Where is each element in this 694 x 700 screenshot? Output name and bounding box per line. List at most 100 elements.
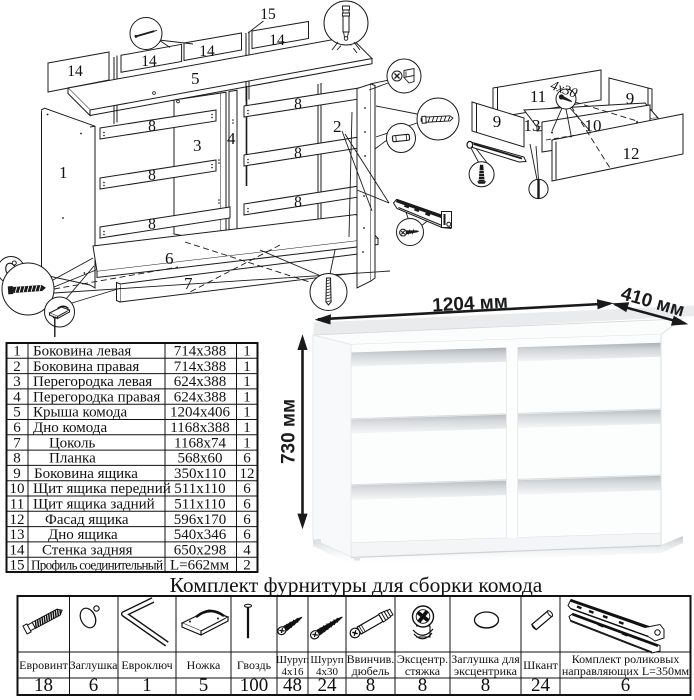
svg-text:Комплект роликовых: Комплект роликовых bbox=[572, 652, 680, 666]
svg-text:8: 8 bbox=[366, 675, 376, 696]
svg-text:1: 1 bbox=[59, 163, 68, 182]
svg-text:15: 15 bbox=[260, 6, 276, 23]
svg-text:714x388: 714x388 bbox=[174, 359, 227, 375]
svg-text:11: 11 bbox=[10, 497, 24, 513]
svg-text:6: 6 bbox=[165, 249, 174, 268]
svg-text:4: 4 bbox=[13, 389, 21, 405]
svg-text:1168x74: 1168x74 bbox=[174, 435, 226, 451]
svg-text:дюбель: дюбель bbox=[352, 664, 390, 678]
svg-text:Стенка задняя: Стенка задняя bbox=[42, 542, 133, 558]
svg-text:Боковина левая: Боковина левая bbox=[33, 344, 131, 360]
svg-text:350x110: 350x110 bbox=[174, 466, 226, 482]
svg-text:11: 11 bbox=[530, 87, 546, 106]
svg-text:4x16: 4x16 bbox=[282, 666, 305, 678]
svg-text:Фасад ящика: Фасад ящика bbox=[45, 512, 129, 528]
svg-text:12: 12 bbox=[240, 466, 255, 482]
svg-text:650x298: 650x298 bbox=[174, 542, 227, 558]
svg-text:Заглушка для: Заглушка для bbox=[451, 652, 520, 666]
svg-text:1: 1 bbox=[142, 675, 152, 696]
svg-text:24: 24 bbox=[531, 675, 551, 696]
svg-text:Щит ящика задний: Щит ящика задний bbox=[33, 497, 155, 513]
svg-text:4: 4 bbox=[227, 129, 236, 148]
svg-text:1204 мм: 1204 мм bbox=[432, 292, 509, 317]
svg-text:6: 6 bbox=[243, 481, 251, 497]
svg-text:Щит ящика передний: Щит ящика передний bbox=[33, 481, 171, 497]
svg-text:6: 6 bbox=[243, 451, 251, 467]
svg-text:1: 1 bbox=[243, 374, 251, 390]
svg-text:Ножка: Ножка bbox=[187, 658, 221, 672]
svg-text:Евровинт: Евровинт bbox=[19, 658, 69, 672]
svg-text:9: 9 bbox=[626, 89, 635, 108]
svg-text:10: 10 bbox=[10, 481, 25, 497]
svg-text:Дно ящика: Дно ящика bbox=[48, 527, 118, 543]
svg-text:14: 14 bbox=[10, 542, 26, 558]
svg-text:8: 8 bbox=[148, 216, 156, 233]
svg-text:14: 14 bbox=[141, 53, 157, 70]
svg-text:12: 12 bbox=[623, 144, 640, 163]
svg-text:Перегородка правая: Перегородка правая bbox=[33, 389, 160, 405]
svg-text:5: 5 bbox=[199, 675, 209, 696]
svg-text:6: 6 bbox=[243, 512, 251, 528]
svg-text:5: 5 bbox=[13, 405, 21, 421]
svg-text:4: 4 bbox=[243, 542, 251, 558]
svg-text:568x60: 568x60 bbox=[178, 451, 223, 467]
svg-text:1: 1 bbox=[243, 420, 251, 436]
svg-text:1: 1 bbox=[243, 344, 251, 360]
svg-text:6: 6 bbox=[89, 675, 99, 696]
svg-text:13: 13 bbox=[524, 116, 541, 135]
svg-text:18: 18 bbox=[34, 675, 53, 696]
svg-text:6: 6 bbox=[13, 420, 21, 436]
svg-text:Профиль соединительный: Профиль соединительный bbox=[31, 558, 163, 573]
svg-text:511x110: 511x110 bbox=[174, 481, 225, 497]
svg-text:Дно комода: Дно комода bbox=[33, 420, 107, 436]
svg-text:14: 14 bbox=[67, 63, 83, 80]
svg-text:624x388: 624x388 bbox=[174, 374, 227, 390]
svg-text:12: 12 bbox=[10, 512, 25, 528]
svg-text:8: 8 bbox=[294, 96, 302, 113]
svg-text:8: 8 bbox=[294, 194, 302, 211]
svg-text:7: 7 bbox=[184, 274, 193, 293]
svg-text:1168x388: 1168x388 bbox=[170, 420, 229, 436]
svg-text:Шуруп: Шуруп bbox=[276, 654, 309, 666]
svg-text:2: 2 bbox=[13, 359, 21, 375]
svg-text:6: 6 bbox=[621, 675, 631, 696]
svg-text:3: 3 bbox=[13, 374, 21, 390]
svg-text:596x170: 596x170 bbox=[174, 512, 227, 528]
svg-text:Планка: Планка bbox=[49, 451, 96, 467]
svg-text:2: 2 bbox=[333, 117, 342, 136]
svg-text:540x346: 540x346 bbox=[174, 527, 227, 543]
svg-text:Перегородка левая: Перегородка левая bbox=[33, 374, 152, 390]
svg-text:направляющих L=350мм: направляющих L=350мм bbox=[562, 664, 690, 678]
svg-text:Боковина ящика: Боковина ящика bbox=[34, 466, 138, 482]
svg-text:14: 14 bbox=[269, 32, 285, 49]
svg-text:1: 1 bbox=[243, 435, 251, 451]
svg-text:1: 1 bbox=[13, 344, 21, 360]
svg-text:L=662мм: L=662мм bbox=[170, 558, 230, 574]
svg-text:стяжка: стяжка bbox=[405, 664, 441, 678]
svg-text:9: 9 bbox=[13, 466, 21, 482]
svg-text:3: 3 bbox=[193, 136, 202, 155]
svg-text:1: 1 bbox=[243, 389, 251, 405]
svg-text:8: 8 bbox=[418, 675, 428, 696]
svg-text:4x30: 4x30 bbox=[316, 666, 339, 678]
svg-text:Боковина правая: Боковина правая bbox=[33, 359, 139, 375]
svg-text:8: 8 bbox=[148, 118, 156, 135]
svg-text:8: 8 bbox=[481, 675, 491, 696]
svg-text:Евроключ: Евроключ bbox=[121, 658, 172, 672]
svg-text:Цоколь: Цоколь bbox=[49, 435, 95, 451]
svg-text:14: 14 bbox=[199, 43, 215, 60]
svg-text:8: 8 bbox=[13, 451, 21, 467]
svg-text:511x110: 511x110 bbox=[174, 497, 225, 513]
svg-text:Шуруп: Шуруп bbox=[310, 654, 343, 666]
svg-text:Эксцентр.: Эксцентр. bbox=[397, 652, 448, 666]
svg-text:1: 1 bbox=[243, 359, 251, 375]
svg-text:624x388: 624x388 bbox=[174, 389, 227, 405]
svg-text:6: 6 bbox=[243, 497, 251, 513]
svg-text:эксцентрика: эксцентрика bbox=[454, 664, 518, 678]
svg-text:714x388: 714x388 bbox=[174, 344, 227, 360]
svg-text:24: 24 bbox=[318, 675, 338, 696]
svg-text:8: 8 bbox=[148, 167, 156, 184]
svg-text:Крыша комода: Крыша комода bbox=[33, 405, 127, 421]
svg-text:100: 100 bbox=[240, 675, 269, 696]
svg-text:13: 13 bbox=[10, 527, 25, 543]
